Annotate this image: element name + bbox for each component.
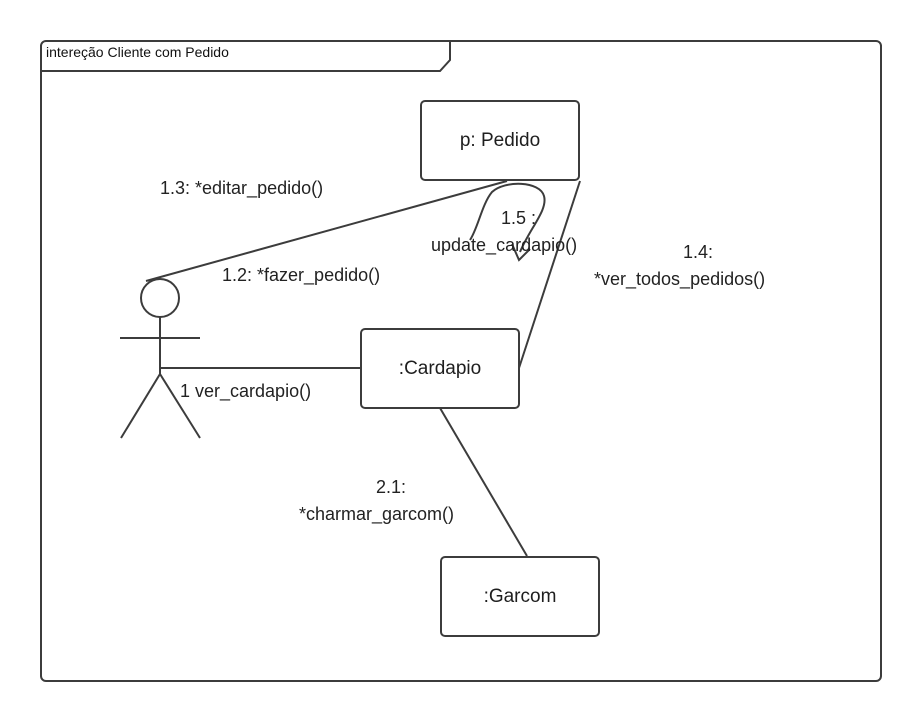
object-garcom[interactable]: :Garcom xyxy=(440,556,600,637)
object-cardapio-label: :Cardapio xyxy=(398,357,482,379)
object-pedido[interactable]: p: Pedido xyxy=(420,100,580,181)
message-1-2: 1.2: *fazer_pedido() xyxy=(222,265,381,285)
actor-right-leg xyxy=(159,373,201,439)
object-garcom-label: :Garcom xyxy=(483,585,557,607)
frame-title: intereção Cliente com Pedido xyxy=(46,44,229,60)
actor-left-leg xyxy=(120,373,161,439)
diagram-frame xyxy=(40,40,882,682)
message-1: 1 ver_cardapio() xyxy=(180,381,312,401)
frame-title-tab xyxy=(41,41,451,72)
link-cardapio-garcom xyxy=(439,407,528,557)
actor-head xyxy=(140,278,180,318)
message-1-5-name: update_cardapio() xyxy=(431,235,578,255)
self-loop-arrowhead xyxy=(511,243,531,262)
self-loop-pedido xyxy=(469,182,546,253)
message-1-3: 1.3: *editar_pedido() xyxy=(160,178,324,198)
link-actor-pedido xyxy=(145,180,508,282)
object-cardapio[interactable]: :Cardapio xyxy=(360,328,520,409)
message-1-5-number: 1.5 : xyxy=(501,208,537,228)
message-2-1-name: *charmar_garcom() xyxy=(299,504,455,524)
link-pedido-cardapio xyxy=(518,180,581,369)
object-pedido-label: p: Pedido xyxy=(459,129,541,151)
actor-cliente[interactable] xyxy=(120,278,201,439)
message-2-1-number: 2.1: xyxy=(376,477,407,497)
message-1-4-number: 1.4: xyxy=(683,242,714,262)
message-1-4-name: *ver_todos_pedidos() xyxy=(594,269,766,289)
